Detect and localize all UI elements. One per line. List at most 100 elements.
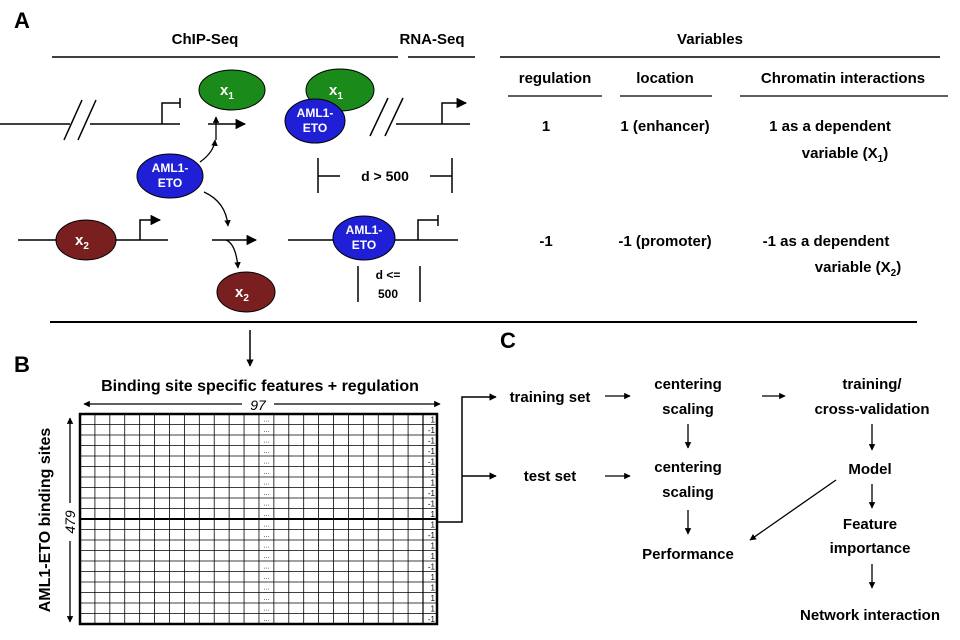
scaling-top: scaling [662,401,714,418]
matrix-ylabel: AML1-ETO binding sites [37,428,54,613]
svg-text:x1: x1 [329,82,343,102]
matrix-label-cell: -1 [428,531,436,540]
matrix-label-cell: 1 [431,468,436,477]
matrix-ellipsis: ... [263,479,269,486]
svg-text:ETO: ETO [303,121,327,135]
scaling-bottom: scaling [662,484,714,501]
row1-chromatin-line1: 1 as a dependent [769,118,891,135]
row2-chromatin-line2: variable (X2) [815,259,901,279]
matrix-ellipsis: ... [263,616,269,623]
matrix-ellipsis: ... [263,574,269,581]
test-set-node: test set [524,468,577,485]
matrix-label-cell: 1 [431,583,436,592]
matrix-ellipsis: ... [263,595,269,602]
matrix-label-cell: 1 [431,415,436,424]
matrix-label-cell: 1 [431,552,436,561]
matrix-label-cell: 1 [431,510,436,519]
matrix-label-cell: -1 [428,436,436,445]
feature-importance-line1: Feature [843,516,897,533]
arrow-aml-to-bottom [203,191,231,227]
model-node: Model [848,461,891,478]
matrix-title: Binding site specific features + regulat… [101,378,419,395]
nrows-label: 479 [62,510,78,534]
matrix-label-cell: 1 [431,478,436,487]
matrix-ellipsis: ... [263,553,269,560]
matrix-ellipsis: ... [263,532,269,539]
ncols-label-bg [242,395,274,411]
row2-regulation: -1 [539,233,552,250]
svg-text:ETO: ETO [158,176,182,190]
matrix-ellipsis: ... [263,605,269,612]
svg-text:x2: x2 [75,232,89,252]
rnaseq-label: RNA-Seq [399,31,464,48]
svg-text:x2: x2 [235,284,249,304]
feature-importance-line2: importance [830,540,911,557]
col-location-header: location [636,70,694,87]
row1-chromatin-line2: variable (X1) [802,145,888,165]
ncols-label: 97 [250,397,267,413]
matrix-ellipsis: ... [263,427,269,434]
centering-top: centering [654,376,722,393]
matrix-ellipsis: ... [263,542,269,549]
panel-letter-a: A [14,8,30,33]
panel-letter-c: C [500,328,516,353]
matrix-ellipsis: ... [263,448,269,455]
matrix-ellipsis: ... [263,416,269,423]
panel-letter-b: B [14,352,30,377]
matrix-label-cell: -1 [428,499,436,508]
arrow-aml-to-top [199,139,218,163]
matrix-label-cell: -1 [428,615,436,624]
row1-location: 1 (enhancer) [620,118,709,135]
arrow-to-x2 [225,239,241,269]
row1-regulation: 1 [542,118,550,135]
arrow-model-to-performance [749,479,837,541]
svg-text:AML1-: AML1- [152,161,189,175]
matrix-label-cell: 1 [431,541,436,550]
aml1-eto-center: AML1- ETO [136,153,204,199]
matrix-to-training-connector [438,393,497,523]
matrix-ellipsis: ... [263,490,269,497]
svg-text:AML1-: AML1- [297,106,334,120]
matrix-ellipsis: ... [263,437,269,444]
matrix-ellipsis: ... [263,500,269,507]
matrix-ellipsis: ... [263,511,269,518]
right-dna-track-top [369,97,470,137]
x2-factor-left: x2 [55,219,117,261]
matrix-label-cell: 1 [431,604,436,613]
matrix-ellipsis: ... [263,458,269,465]
svg-text:x1: x1 [220,82,234,102]
centering-bottom: centering [654,459,722,476]
matrix-label-cell: 1 [431,594,436,603]
training-set-node: training set [510,389,591,406]
matrix-label-cell: -1 [428,457,436,466]
chipseq-label: ChIP-Seq [172,31,239,48]
training-cv-line1: training/ [842,376,902,393]
matrix-label-cell: -1 [428,489,436,498]
feature-matrix: ... 1... -1... -1... -1... -1... 1... 1... -1...… [78,412,439,626]
matrix-label-cell: -1 [428,426,436,435]
matrix-ellipsis: ... [263,469,269,476]
performance-node: Performance [642,546,734,563]
aml1-eto-right-top: AML1- ETO [284,98,346,144]
col-chromatin-header: Chromatin interactions [761,70,925,87]
matrix-label-cell: 1 [431,520,436,529]
distance-near-label-1: d <= [376,268,401,282]
svg-text:ETO: ETO [352,238,376,252]
col-regulation-header: regulation [519,70,592,87]
distance-far-label: d > 500 [361,168,409,184]
row2-location: -1 (promoter) [618,233,711,250]
x1-factor-left: x1 [198,69,266,111]
svg-text:AML1-: AML1- [346,223,383,237]
variables-title: Variables [677,31,743,48]
network-interaction-node: Network interaction [800,607,940,624]
matrix-ellipsis: ... [263,521,269,528]
top-dna-track [0,98,247,141]
nrows-label-bg [61,503,79,541]
matrix-label-cell: 1 [431,573,436,582]
distance-near-label-2: 500 [378,287,398,301]
distance-far-bracket [317,158,453,193]
aml1-eto-right-bottom: AML1- ETO [332,215,396,261]
matrix-label-cell: -1 [428,562,436,571]
